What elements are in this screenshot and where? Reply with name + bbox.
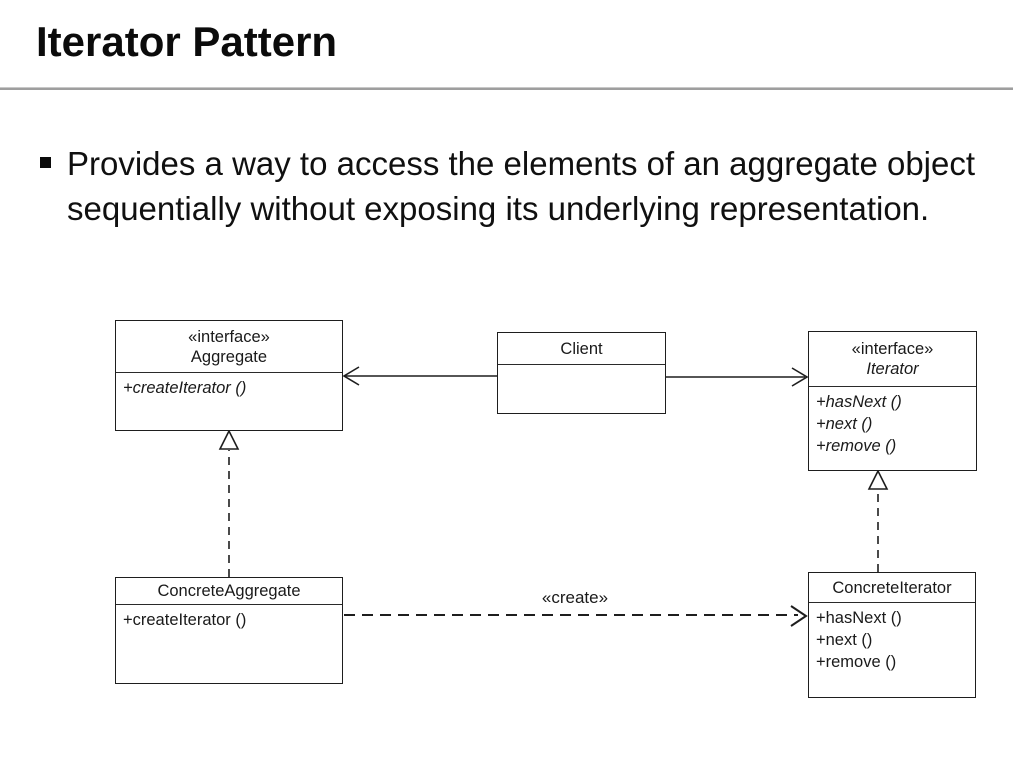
uml-class-client: Client [497, 332, 666, 414]
uml-class-iterator: «interface» Iterator +hasNext () +next (… [808, 331, 977, 471]
iterator-class-name: Iterator [866, 360, 919, 378]
uml-class-concreteaggregate: ConcreteAggregate +createIterator () [115, 577, 343, 684]
iterator-method: +remove () [816, 437, 897, 455]
uml-class-aggregate: «interface» Aggregate +createIterator () [115, 320, 343, 431]
concreteaggregate-method: +createIterator () [123, 611, 247, 629]
create-stereotype-label: «create» [541, 588, 609, 607]
iterator-method: +hasNext () [816, 393, 902, 411]
uml-class-concreteiterator: ConcreteIterator +hasNext () +next () +r… [808, 572, 976, 698]
title-divider [0, 87, 1013, 90]
bullet-text: Provides a way to access the elements of… [67, 145, 976, 227]
client-empty-body [498, 365, 665, 373]
bullet-square-icon [40, 157, 51, 168]
page-title: Iterator Pattern [36, 18, 338, 65]
dependency-create [344, 605, 808, 627]
concreteiterator-method: +next () [816, 631, 873, 649]
aggregate-stereotype: «interface» [188, 327, 270, 346]
iterator-stereotype: «interface» [851, 340, 934, 358]
association-client-iterator [666, 367, 809, 387]
aggregate-method: +createIterator () [123, 379, 247, 397]
client-class-name: Client [560, 339, 603, 358]
concreteiterator-method: +remove () [816, 653, 897, 671]
realization-concreteaggregate-aggregate [218, 429, 240, 577]
aggregate-class-name: Aggregate [190, 347, 268, 366]
concreteiterator-class-name: ConcreteIterator [832, 578, 952, 597]
association-client-aggregate [342, 366, 497, 386]
iterator-method: +next () [816, 415, 873, 433]
concreteaggregate-class-name: ConcreteAggregate [157, 582, 301, 600]
realization-concreteiterator-iterator [867, 469, 889, 572]
bullet-item: Provides a way to access the elements of… [40, 141, 980, 231]
concreteiterator-method: +hasNext () [816, 609, 902, 627]
